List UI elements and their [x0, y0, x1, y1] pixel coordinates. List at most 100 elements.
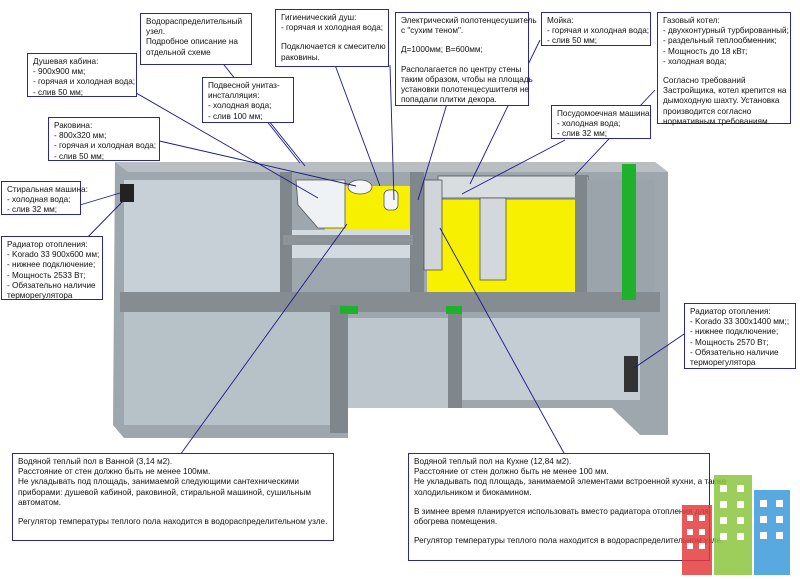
callout-radiator-bath: Радиатор отопления: - Korado 33 900х600 …	[1, 236, 103, 300]
callout-line: - Обязательно наличие	[690, 347, 779, 357]
callout-line: нормативным требованиям.	[663, 116, 770, 126]
room-lower-right	[462, 318, 640, 400]
callout-line: Регулятор температуры теплого пола наход…	[414, 536, 724, 546]
callout-line: - слив 50 мм;	[547, 36, 597, 46]
top-wall	[115, 162, 668, 172]
callout-line: Раковина:	[54, 121, 93, 130]
callout-line: - горячая и холодная вода;	[33, 77, 136, 87]
wall-segment	[575, 176, 587, 306]
callout-line: Посудомоечная машина:	[557, 109, 652, 118]
callout-radiator-kitchen: Радиатор отопления: - Korado 33 300х1400…	[684, 303, 796, 369]
callout-line: Радиатор отопления:	[690, 307, 771, 316]
callout-gap	[663, 67, 785, 76]
callout-gap	[401, 56, 523, 65]
callout-gap	[414, 498, 704, 507]
callout-line: Не укладывать под площадь, занимаемой эл…	[414, 477, 727, 487]
callout-line: - раздельный теплообменник;	[663, 36, 777, 46]
room-lower-left	[124, 312, 330, 425]
callout-line: Подключается к смесителю	[281, 42, 386, 52]
callout-line: - двухконтурный турбированный;	[663, 26, 789, 36]
callout-line: Электрический полотенцесушитель	[401, 16, 537, 25]
callout-line: таким образом, чтобы на площадь	[401, 74, 533, 84]
callout-line: - холодная вода;	[208, 101, 272, 111]
callout-line: установки полотенцесушителя не	[401, 85, 529, 95]
callout-line: Застройщика, котел крепится на	[663, 86, 787, 96]
wall-segment	[448, 312, 462, 408]
callout-line: - Korado 33 900х600 мм;	[7, 250, 100, 260]
kitchen-left-cabinet	[423, 179, 443, 271]
callout-line: терморегулятора	[690, 358, 756, 368]
callout-gap	[414, 527, 704, 536]
callout-shower-cabin: Душевая кабина: - 900х900 мм; - горячая …	[27, 53, 137, 97]
callout-line: Расстояние от стен должно быть не менее …	[414, 467, 609, 477]
callout-line: отдельной схеме	[146, 47, 211, 57]
wall-segment	[283, 235, 413, 245]
room-right	[580, 180, 655, 305]
callout-floor-bath: Водяной теплый пол в Ванной (3,14 м2). Р…	[12, 453, 334, 541]
callout-line: - 800х320 мм;	[54, 131, 107, 141]
radiator	[624, 356, 638, 392]
callout-washbasin: Раковина: - 800х320 мм; - горячая и холо…	[48, 117, 160, 161]
callout-line: узел.	[146, 27, 166, 37]
room-lower-middle	[348, 318, 448, 408]
wall-segment	[410, 172, 424, 307]
callout-line: раковины.	[281, 52, 320, 62]
callout-line: Водораспределительный	[146, 17, 243, 26]
callout-line: - слив 32 мм;	[557, 129, 607, 139]
callout-line: - слив 50 мм;	[33, 87, 83, 97]
callout-line: - Мощность до 18 кВт;	[663, 46, 748, 56]
toilet-shape	[383, 189, 399, 211]
window	[340, 306, 358, 314]
callout-dishwasher: Посудомоечная машина: - холодная вода; -…	[551, 105, 652, 139]
callout-line: Расстояние от стен должно быть не менее …	[18, 467, 211, 477]
kitchen-heated-floor-right	[505, 200, 575, 303]
callout-line: холодильником и биокамином.	[414, 487, 532, 497]
callout-line: Подвесной унитаз-	[208, 81, 280, 90]
callout-line: - холодная вода;	[663, 56, 727, 66]
callout-line: Радиатор отопления:	[7, 240, 88, 249]
callout-line: с "сухим теном".	[401, 26, 464, 36]
callout-kitchen-sink: Мойка: - горячая и холодная вода; - слив…	[541, 12, 651, 46]
wall-segment	[330, 305, 348, 433]
callout-gap	[18, 508, 328, 517]
callout-gap	[401, 36, 523, 45]
window	[622, 164, 636, 300]
radiator	[120, 184, 134, 202]
callout-line: Мойка:	[547, 16, 574, 25]
callout-line: Подробное описание на	[146, 37, 238, 47]
callout-line: - Korado 33 300х1400 мм;;	[690, 317, 790, 327]
callout-line: Не укладывать под площадь, занимаемой сл…	[18, 477, 299, 487]
callout-line: Регулятор температуры теплого пола наход…	[18, 517, 328, 527]
building-logo-icon	[682, 475, 790, 575]
callout-line: - горячая и холодная вода;	[281, 23, 384, 33]
callout-line: терморегулятора	[7, 291, 73, 301]
callout-line: - 900х900 мм;	[33, 67, 86, 77]
callout-line: дымоходную шахту. Установка	[663, 96, 780, 106]
kitchen-island	[479, 197, 507, 281]
room-bath-left	[124, 180, 280, 296]
callout-line: - горячая и холодная вода;	[547, 26, 650, 36]
callout-line: - слив 32 мм;	[7, 205, 57, 215]
callout-line: Гигиенический душ:	[281, 13, 357, 22]
callout-line: Водяной теплый пол на Кухне (12,84 м2).	[414, 457, 572, 466]
callout-line: - слив 100 мм;	[208, 111, 263, 121]
callout-hygienic-shower: Гигиенический душ: - горячая и холодная …	[275, 9, 389, 67]
callout-line: - Обязательно наличие	[7, 280, 96, 290]
callout-line: - нижнее подключение;	[7, 260, 96, 270]
callout-line: Д=1000мм; В=600мм;	[401, 45, 483, 55]
callout-line: Стиральная машина:	[7, 185, 88, 194]
callout-line: В зимнее время планируется использовать …	[414, 506, 709, 516]
callout-line: - слив 50 мм;	[54, 151, 104, 161]
callout-line: - нижнее подключение;	[690, 327, 779, 337]
callout-water-node: Водораспределительный узел. Подробное оп…	[140, 13, 252, 65]
callout-line: - горячая и холодная вода;	[54, 141, 157, 151]
callout-towel-dryer: Электрический полотенцесушитель с "сухим…	[395, 12, 537, 106]
callout-line: Душевая кабина:	[33, 57, 99, 66]
callout-line: Располагается по центру стены	[401, 64, 522, 74]
callout-gas-boiler: Газовый котел: - двухконтурный турбирова…	[657, 12, 791, 126]
callout-line: - Мощность 2570 Вт;	[690, 337, 769, 347]
callout-line: производится согласно	[663, 106, 752, 116]
callout-line: обогрева помещения.	[414, 517, 498, 527]
callout-washing-machine: Стиральная машина: - холодная вода; - сл…	[1, 181, 88, 215]
